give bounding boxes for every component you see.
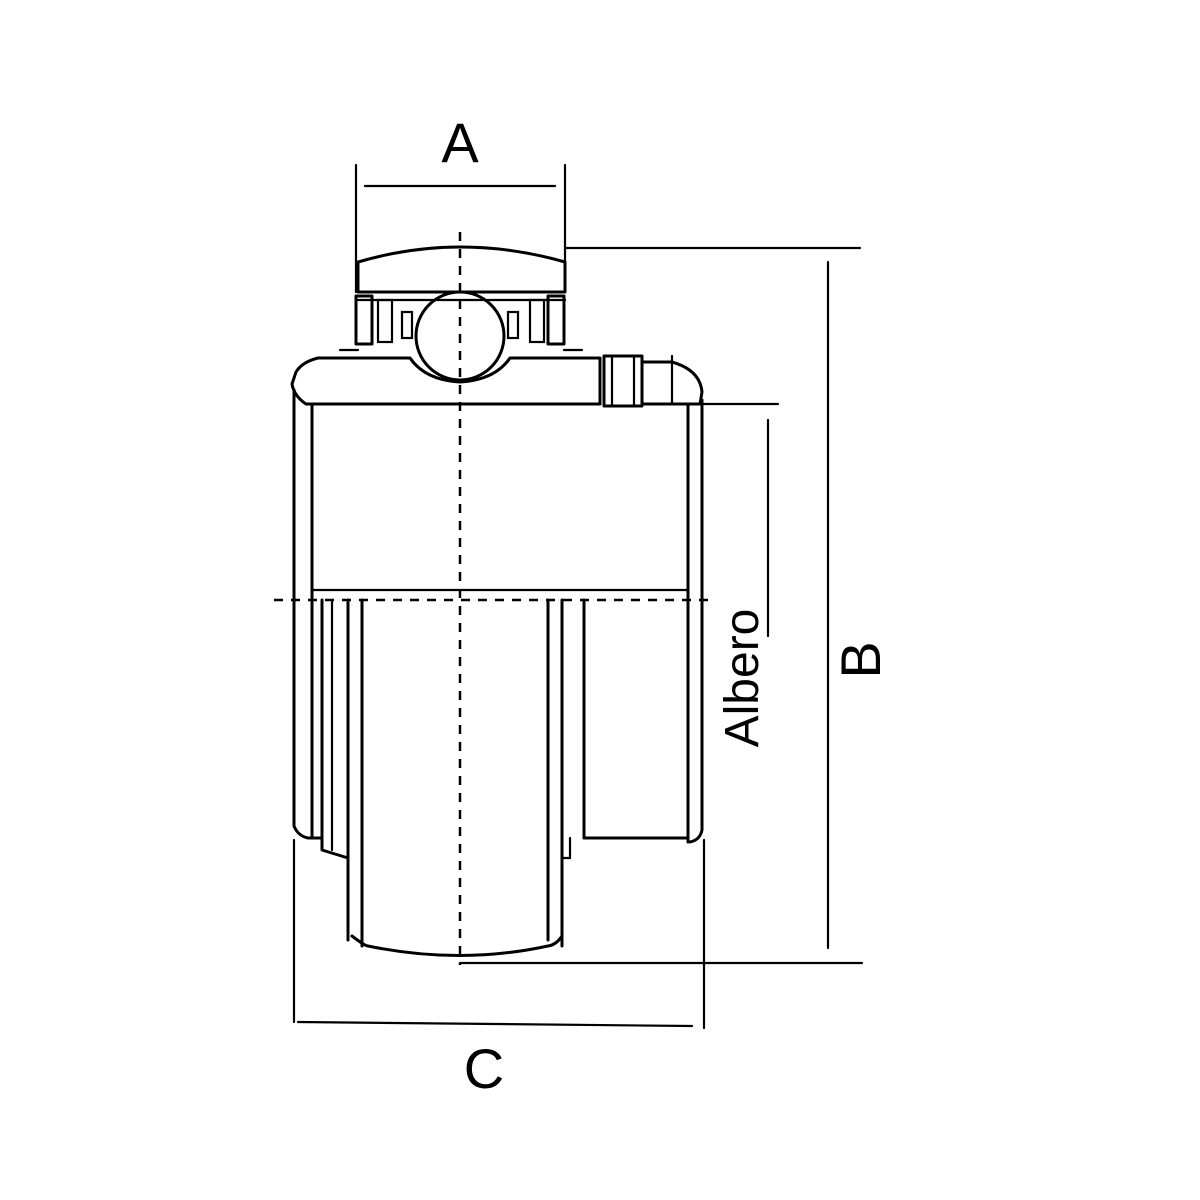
- dim-a-label: A: [441, 111, 479, 174]
- seal-cage: [338, 294, 584, 352]
- shaft-label: Albero: [716, 609, 769, 748]
- inner-ring: [290, 356, 602, 406]
- dim-c-label: C: [464, 1037, 504, 1100]
- ring-body: [292, 388, 704, 860]
- grub-screw: [602, 354, 704, 408]
- bore-shaft: [346, 598, 564, 957]
- dimension-c: [292, 838, 706, 1030]
- shaft-dimension: [700, 402, 780, 638]
- dim-b-label: B: [829, 641, 892, 678]
- dimension-b: [458, 246, 864, 965]
- dimension-a: [354, 163, 567, 294]
